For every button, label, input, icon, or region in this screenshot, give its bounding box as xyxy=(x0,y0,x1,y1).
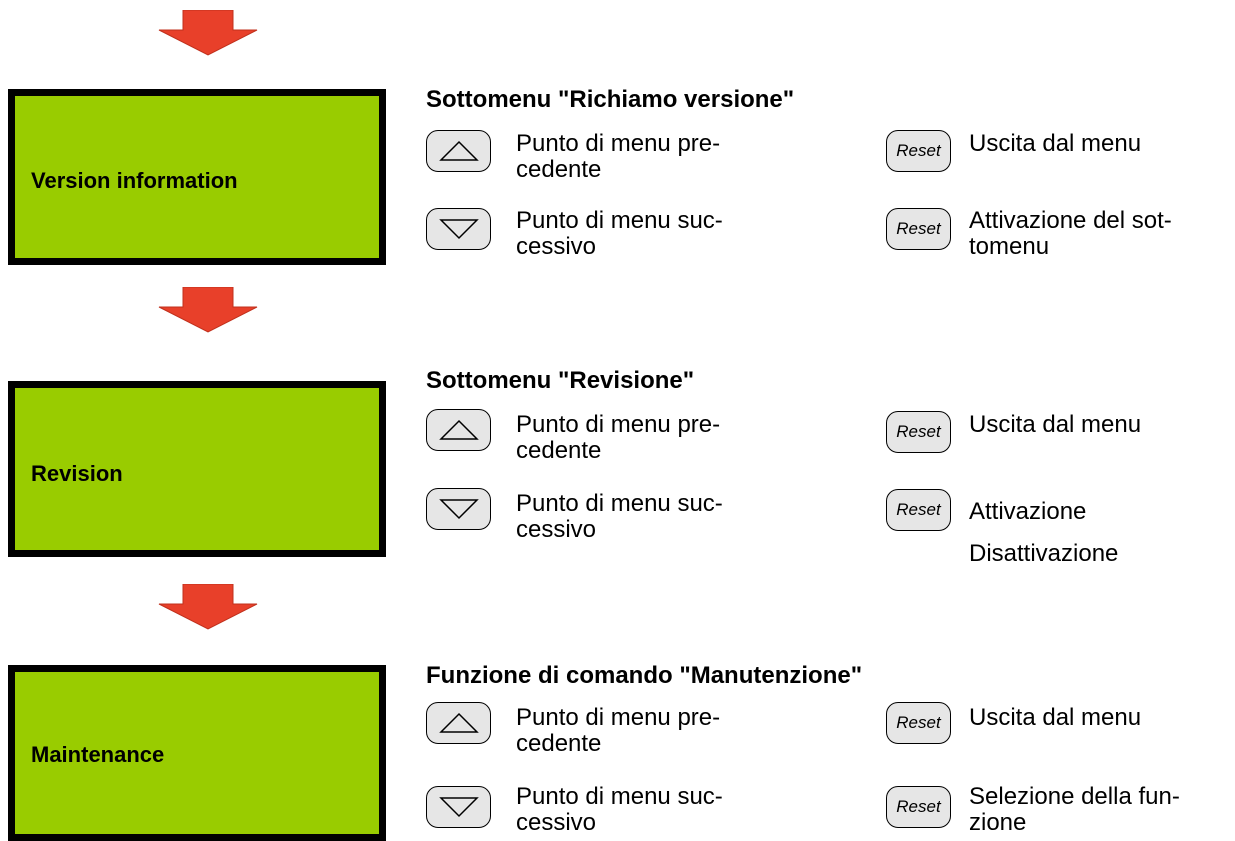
reset-button[interactable]: Reset xyxy=(886,786,951,828)
up-description-line: Punto di menu pre- xyxy=(516,704,721,731)
down-description-line: Punto di menu suc- xyxy=(516,207,723,234)
reset-button[interactable]: Reset xyxy=(886,130,951,172)
down-description-line: Punto di menu suc- xyxy=(516,490,723,517)
lcd-display: Version information xyxy=(8,89,386,265)
triangle-down-icon xyxy=(438,219,479,240)
reset-description-line: tomenu xyxy=(969,233,1050,260)
down-button[interactable] xyxy=(426,786,491,828)
reset-description-line: Uscita dal menu xyxy=(969,704,1142,731)
lcd-text: Revision xyxy=(31,461,123,486)
down-description-line: cessivo xyxy=(516,516,597,543)
reset-action-description: Attivazione Disattivazione xyxy=(969,491,1118,575)
up-description: Punto di menu pre- cedente xyxy=(516,705,720,757)
section-title: Sottomenu "Revisione" xyxy=(426,367,695,394)
down-description: Punto di menu suc- cessivo xyxy=(516,208,723,260)
reset-action-description: Selezione della fun- zione xyxy=(969,784,1180,836)
triangle-up-icon xyxy=(438,712,479,733)
reset-description-line: Uscita dal menu xyxy=(969,130,1142,157)
reset-exit-description: Uscita dal menu xyxy=(969,412,1141,438)
reset-button[interactable]: Reset xyxy=(886,489,951,531)
lcd-text: Maintenance xyxy=(31,742,165,767)
reset-description-line: Selezione della fun- xyxy=(969,783,1180,810)
lcd-text: Version information xyxy=(31,168,238,193)
down-description-line: cessivo xyxy=(516,233,597,260)
triangle-down-icon xyxy=(438,797,479,818)
triangle-down-icon xyxy=(438,499,479,520)
up-description-line: Punto di menu pre- xyxy=(516,411,721,438)
reset-button[interactable]: Reset xyxy=(886,411,951,453)
up-description: Punto di menu pre- cedente xyxy=(516,131,720,183)
down-description-line: cessivo xyxy=(516,809,597,836)
up-description: Punto di menu pre- cedente xyxy=(516,412,720,464)
reset-exit-description: Uscita dal menu xyxy=(969,705,1141,731)
lcd-display: Maintenance xyxy=(8,665,386,841)
up-button[interactable] xyxy=(426,409,491,451)
reset-description-line: Attivazione xyxy=(969,498,1087,525)
down-button[interactable] xyxy=(426,488,491,530)
down-arrow-icon xyxy=(158,287,258,333)
down-button[interactable] xyxy=(426,208,491,250)
up-button[interactable] xyxy=(426,130,491,172)
reset-button[interactable]: Reset xyxy=(886,208,951,250)
triangle-up-icon xyxy=(438,140,479,161)
reset-description-line: Attivazione del sot- xyxy=(969,207,1172,234)
reset-description-line: zione xyxy=(969,809,1027,836)
up-description-line: cedente xyxy=(516,730,602,757)
triangle-up-icon xyxy=(438,419,479,440)
section-title: Funzione di comando "Manutenzione" xyxy=(426,662,863,689)
reset-description-line: Disattivazione xyxy=(969,540,1119,567)
reset-description-line: Uscita dal menu xyxy=(969,411,1142,438)
up-description-line: Punto di menu pre- xyxy=(516,130,721,157)
section-title: Sottomenu "Richiamo versione" xyxy=(426,86,795,113)
down-description: Punto di menu suc- cessivo xyxy=(516,784,723,836)
up-description-line: cedente xyxy=(516,437,602,464)
down-description: Punto di menu suc- cessivo xyxy=(516,491,723,543)
lcd-display: Revision xyxy=(8,381,386,557)
down-description-line: Punto di menu suc- xyxy=(516,783,723,810)
up-description-line: cedente xyxy=(516,156,602,183)
reset-button[interactable]: Reset xyxy=(886,702,951,744)
up-button[interactable] xyxy=(426,702,491,744)
reset-action-description: Attivazione del sot- tomenu xyxy=(969,208,1172,260)
reset-exit-description: Uscita dal menu xyxy=(969,131,1141,157)
down-arrow-icon xyxy=(158,10,258,56)
down-arrow-icon xyxy=(158,584,258,630)
